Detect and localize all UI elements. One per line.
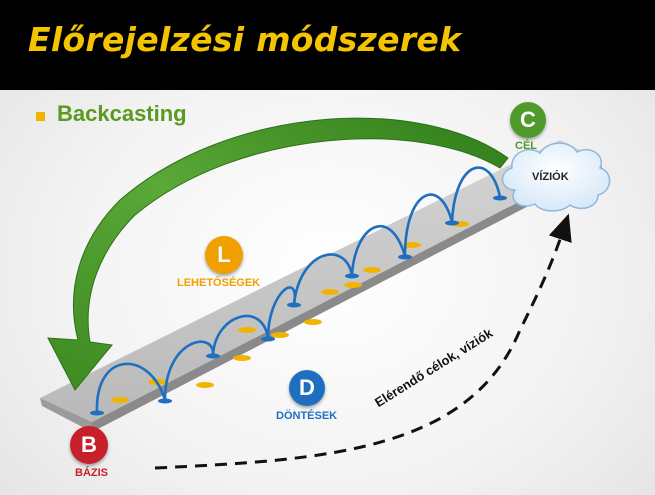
decisions-badge: D: [289, 370, 325, 406]
base-label: BÁZIS: [75, 467, 108, 479]
goal-curve: [154, 213, 572, 470]
backcasting-arrow: [47, 117, 509, 391]
base-badge: B: [70, 426, 108, 464]
road-dash: [363, 267, 381, 273]
options-badge: L: [205, 236, 243, 274]
road-dash: [233, 355, 251, 361]
road-dash: [238, 327, 256, 333]
road-dash: [196, 382, 214, 388]
vision-cloud-label: VÍZIÓK: [532, 171, 569, 183]
road-dash: [344, 282, 362, 288]
decision-arc: [450, 166, 502, 224]
goal-label: CÉL: [515, 140, 537, 152]
decision-arc: [292, 253, 354, 306]
decision-arcs: [95, 166, 502, 414]
decision-arc: [211, 314, 270, 357]
options-letter: L: [217, 242, 231, 267]
road-dash: [403, 242, 421, 248]
road-dash: [111, 397, 129, 403]
road-dash: [321, 289, 339, 295]
bullet-text: Backcasting: [57, 101, 187, 126]
base-letter: B: [81, 432, 97, 457]
decision-arc: [350, 224, 407, 277]
goal-letter: C: [520, 107, 536, 132]
goal-badge: C: [510, 102, 546, 138]
options-label: LEHETŐSÉGEK: [177, 277, 261, 289]
decision-arc: [403, 193, 454, 258]
slide-title: Előrejelzési módszerek: [28, 20, 462, 59]
road-dash: [304, 319, 322, 325]
vision-cloud-icon: [501, 142, 611, 212]
decisions-label: DÖNTÉSEK: [276, 410, 338, 422]
road-dash: [271, 332, 289, 338]
decision-arc: [163, 340, 215, 402]
road-dashes: [111, 221, 469, 403]
title-bar: Előrejelzési módszerek: [0, 0, 655, 90]
decisions-letter: D: [299, 375, 315, 400]
decision-arc: [95, 362, 167, 414]
bullet-square-icon: [36, 112, 45, 121]
decision-arc-feet: [90, 195, 507, 416]
